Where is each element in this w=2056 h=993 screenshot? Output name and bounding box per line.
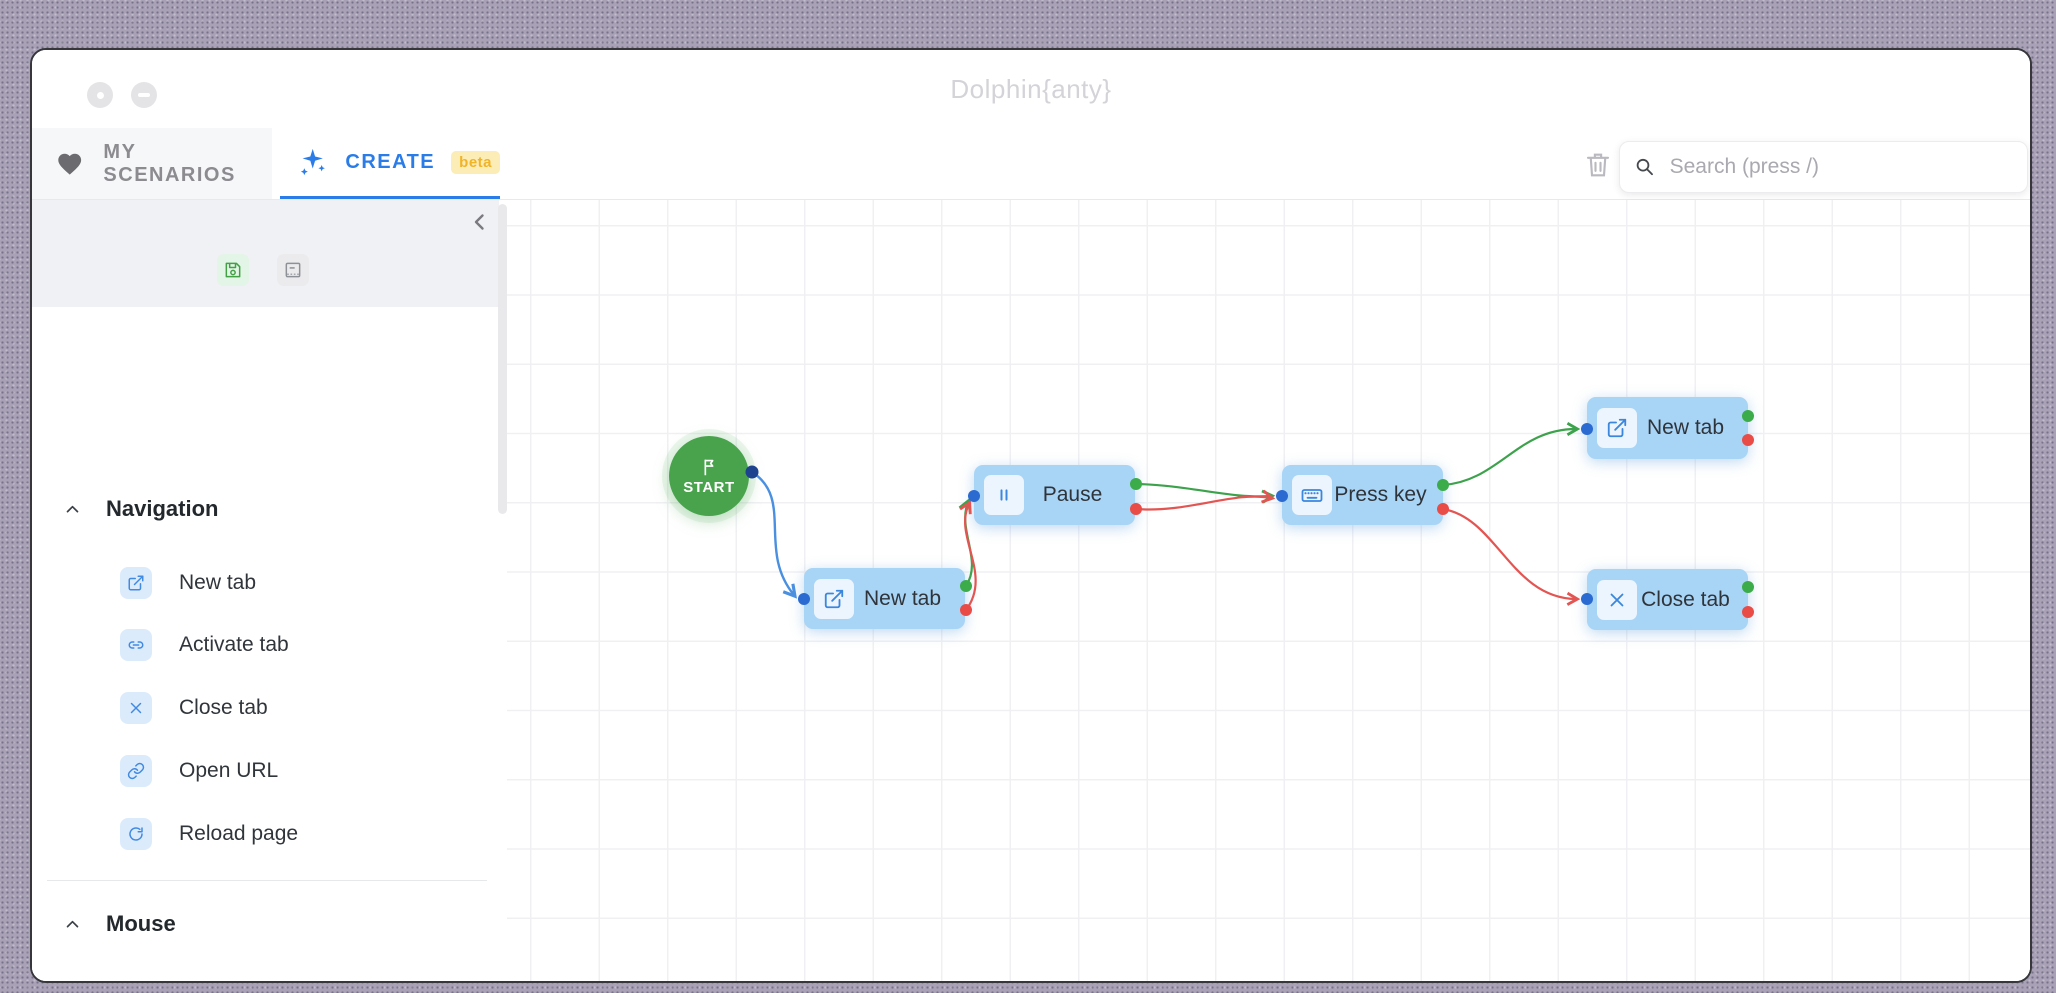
sidebar-item-label: Open URL bbox=[179, 759, 279, 782]
reload-icon bbox=[120, 818, 152, 850]
chevron-up-icon bbox=[66, 920, 79, 927]
edge-pause-error[interactable] bbox=[1135, 497, 1271, 511]
sidebar-item-label: Reload page bbox=[179, 822, 299, 845]
sidebar-item-click[interactable]: Click bbox=[120, 975, 490, 981]
window-record-button[interactable] bbox=[87, 82, 113, 108]
tab-my-scenarios-label: MY SCENARIOS bbox=[103, 140, 236, 186]
sidebar-header bbox=[32, 200, 499, 307]
section-mouse[interactable]: Mouse bbox=[64, 911, 176, 937]
node-close-tab[interactable]: Close tab bbox=[1587, 569, 1748, 630]
sidebar-item-open-url[interactable]: Open URL bbox=[120, 747, 490, 795]
sparkles-icon bbox=[300, 148, 325, 176]
edge-pause-success[interactable] bbox=[1135, 482, 1271, 496]
flow-edges-layer bbox=[745, 410, 1754, 618]
close-icon bbox=[1597, 579, 1637, 620]
external-link-icon bbox=[814, 578, 854, 619]
flow-canvas[interactable]: START New tab Pause Pre bbox=[507, 200, 2030, 981]
node-label: New tab bbox=[1646, 416, 1725, 439]
section-title: Mouse bbox=[106, 911, 176, 936]
window-title: Dolphin{anty} bbox=[950, 74, 1112, 104]
tab-my-scenarios[interactable]: MY SCENARIOS bbox=[32, 128, 272, 199]
external-link-icon bbox=[1597, 408, 1637, 448]
search-icon bbox=[1636, 158, 1653, 176]
tab-create[interactable]: CREATE beta bbox=[280, 128, 500, 199]
tab-bar: MY SCENARIOS CREATE beta bbox=[32, 128, 2030, 200]
minus-icon bbox=[138, 93, 150, 97]
main-area: Navigation New tab Activate tab Close ta… bbox=[32, 200, 2030, 981]
trash-icon[interactable] bbox=[1583, 148, 1613, 180]
sidebar-item-label: Close tab bbox=[179, 696, 268, 719]
chevron-up-icon bbox=[66, 505, 79, 512]
link-horizontal-icon bbox=[120, 629, 152, 661]
form-icon bbox=[285, 262, 301, 278]
edge-start-to-new-tab-1[interactable] bbox=[751, 470, 794, 595]
sidebar-item-label: New tab bbox=[179, 571, 257, 594]
sidebar-item-close-tab[interactable]: Close tab bbox=[120, 684, 490, 732]
collapse-sidebar-icon[interactable] bbox=[468, 210, 492, 234]
external-link-icon bbox=[120, 567, 152, 599]
pause-icon bbox=[984, 475, 1024, 515]
dot-icon bbox=[96, 91, 104, 99]
sidebar-item-new-tab[interactable]: New tab bbox=[120, 559, 490, 607]
close-icon bbox=[120, 692, 152, 724]
sidebar-item-label: Activate tab bbox=[179, 633, 289, 656]
node-label: Press key bbox=[1334, 483, 1427, 506]
title-bar: Dolphin{anty} bbox=[32, 50, 2030, 129]
keyboard-icon bbox=[1292, 475, 1332, 515]
link-icon bbox=[120, 755, 152, 787]
edge-press-key-success[interactable] bbox=[1442, 429, 1576, 487]
window-minimize-button[interactable] bbox=[131, 82, 157, 108]
save-scenario-button[interactable] bbox=[217, 254, 249, 286]
search-input[interactable] bbox=[1667, 154, 2013, 180]
start-label: START bbox=[683, 479, 735, 496]
section-navigation[interactable]: Navigation bbox=[64, 496, 218, 522]
beta-badge: beta bbox=[451, 150, 500, 174]
node-press-key[interactable]: Press key bbox=[1282, 465, 1443, 525]
node-label: New tab bbox=[863, 586, 942, 610]
node-new-tab-2[interactable]: New tab bbox=[1587, 397, 1748, 459]
save-icon bbox=[225, 262, 241, 278]
section-title: Navigation bbox=[106, 496, 219, 521]
edge-press-key-error[interactable] bbox=[1442, 507, 1576, 599]
sidebar-item-reload-page[interactable]: Reload page bbox=[120, 810, 490, 858]
actions-sidebar: Navigation New tab Activate tab Close ta… bbox=[32, 200, 499, 981]
scenario-settings-button[interactable] bbox=[277, 254, 309, 286]
node-pause[interactable]: Pause bbox=[974, 465, 1135, 525]
sidebar-scrollbar[interactable] bbox=[498, 204, 507, 514]
node-new-tab-1[interactable]: New tab bbox=[804, 568, 965, 629]
app-window: Dolphin{anty} MY SCENARIOS CREATE beta bbox=[30, 48, 2032, 983]
node-start[interactable]: START bbox=[669, 436, 749, 516]
node-label: Pause bbox=[1042, 483, 1103, 506]
sidebar-item-activate-tab[interactable]: Activate tab bbox=[120, 621, 490, 669]
sidebar-divider bbox=[47, 880, 487, 881]
node-label: Close tab bbox=[1641, 587, 1730, 611]
heart-icon bbox=[58, 153, 82, 175]
search-box bbox=[1619, 141, 2028, 193]
edge-new-tab-1-success[interactable] bbox=[965, 502, 974, 587]
tab-create-label: CREATE bbox=[345, 150, 436, 173]
flag-icon bbox=[704, 459, 714, 476]
